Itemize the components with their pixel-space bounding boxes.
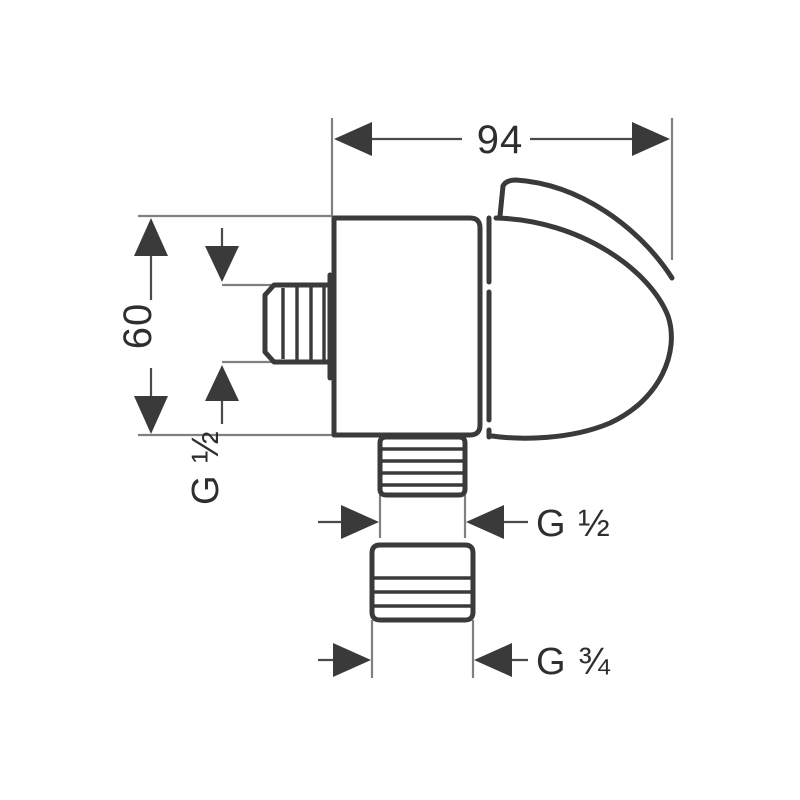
dimension-outlet-thread: G ½ (318, 503, 611, 545)
arrow-outlet-left-pointing (466, 505, 504, 539)
arrow-60-bottom (134, 396, 168, 434)
arrow-outlet-right-pointing (341, 505, 379, 539)
cap-top-lip-arc (497, 177, 675, 281)
dimension-inlet-thread: G ½ (185, 228, 239, 505)
arrow-94-right (632, 122, 670, 156)
dim-label-94: 94 (477, 118, 524, 162)
outlet-thread-outline (377, 434, 468, 498)
coupling-nut-outline (369, 542, 476, 623)
arrow-coupling-right-pointing (333, 643, 371, 677)
arrow-coupling-left-pointing (474, 643, 512, 677)
dim-label-60: 60 (116, 303, 160, 350)
valve-body-outline (331, 215, 483, 438)
dim-label-coupling-thread: G ¾ (536, 641, 611, 683)
inlet-thread-outline (262, 282, 335, 365)
extension-lines (138, 118, 674, 678)
dimension-overall-height: 60 (116, 218, 168, 434)
dimension-overall-width: 94 (334, 118, 670, 162)
arrow-inlet-up (205, 365, 239, 401)
dimension-coupling-thread: G ¾ (318, 641, 611, 683)
dim-label-inlet-thread: G ½ (185, 430, 227, 505)
part-geometry (262, 177, 675, 623)
cap-dome-outline (489, 215, 674, 441)
coupling-nut-hatching (373, 576, 472, 608)
arrow-inlet-down (205, 246, 239, 282)
inlet-thread-hatching (281, 286, 326, 361)
outlet-thread-hatching (382, 447, 463, 487)
arrow-94-left (334, 122, 372, 156)
arrow-60-top (134, 218, 168, 256)
dim-label-outlet-thread: G ½ (536, 503, 611, 545)
